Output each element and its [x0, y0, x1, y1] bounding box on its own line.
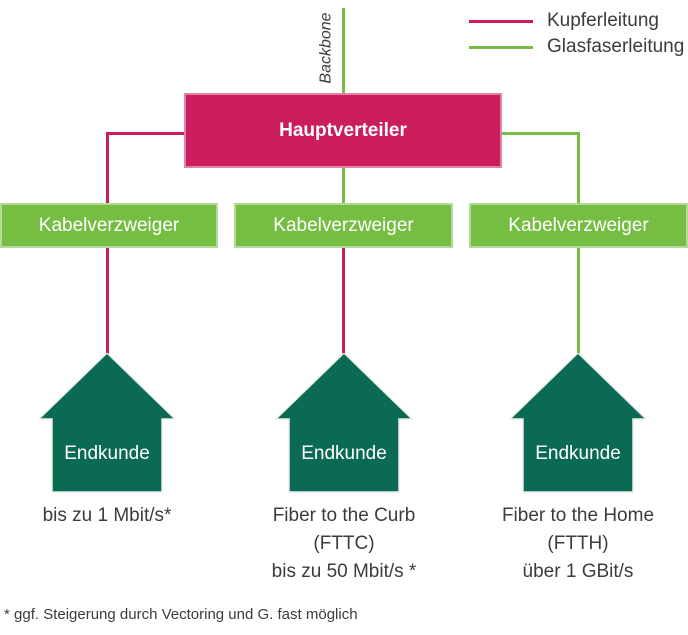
caption-right-line-3: über 1 GBit/s — [522, 561, 634, 582]
endkunde-label-middle: Endkunde — [301, 443, 387, 464]
hauptverteiler-label: Hauptverteiler — [279, 119, 407, 141]
connector-main-to-middle-vertical — [342, 168, 345, 204]
connector-right-to-house — [577, 248, 580, 354]
kabelverzweiger-box-middle: Kabelverzweiger — [234, 203, 453, 248]
caption-middle: Fiber to the Curb (FTTC) bis zu 50 Mbit/… — [233, 502, 455, 586]
fiber-line-swatch — [469, 45, 533, 49]
house-left: Endkunde — [39, 353, 175, 493]
caption-left-line-1: bis zu 1 Mbit/s* — [42, 505, 172, 526]
caption-middle-line-1: Fiber to the Curb — [272, 505, 416, 526]
kabelverzweiger-box-right: Kabelverzweiger — [469, 203, 688, 248]
kabelverzweiger-box-left: Kabelverzweiger — [0, 203, 218, 248]
legend: Kupferleitung Glasfaserleitung — [469, 8, 684, 60]
house-icon — [510, 353, 646, 493]
connector-left-to-house — [106, 248, 109, 356]
house-right: Endkunde — [510, 353, 646, 493]
connector-middle-to-house — [342, 248, 345, 354]
connector-main-to-left-horizontal — [106, 132, 184, 135]
caption-left: bis zu 1 Mbit/s* — [0, 502, 218, 530]
caption-right-line-1: Fiber to the Home — [501, 505, 655, 526]
legend-label-copper: Kupferleitung — [547, 10, 659, 31]
legend-item-copper: Kupferleitung — [469, 8, 684, 34]
house-icon — [39, 353, 175, 493]
kabelverzweiger-label-middle: Kabelverzweiger — [273, 214, 414, 236]
copper-line-swatch — [469, 19, 533, 23]
endkunde-label-left: Endkunde — [64, 443, 150, 464]
legend-item-fiber: Glasfaserleitung — [469, 34, 684, 60]
endkunde-label-right: Endkunde — [535, 443, 621, 464]
backbone-line — [342, 8, 345, 93]
backbone-label: Backbone — [317, 12, 335, 84]
hauptverteiler-box: Hauptverteiler — [184, 93, 502, 168]
legend-label-fiber: Glasfaserleitung — [547, 36, 685, 57]
caption-right: Fiber to the Home (FTTH) über 1 GBit/s — [467, 502, 688, 586]
caption-middle-line-3: bis zu 50 Mbit/s * — [271, 561, 417, 582]
house-icon — [276, 353, 412, 493]
kabelverzweiger-label-left: Kabelverzweiger — [38, 214, 180, 236]
caption-middle-line-2: (FTTC) — [313, 533, 375, 554]
house-middle: Endkunde — [276, 353, 412, 493]
kabelverzweiger-label-right: Kabelverzweiger — [508, 214, 649, 236]
caption-right-line-2: (FTTH) — [547, 533, 609, 554]
connector-main-to-left-vertical — [106, 132, 109, 204]
connector-main-to-right-horizontal — [502, 132, 579, 135]
footnote: * ggf. Steigerung durch Vectoring und G.… — [4, 606, 358, 623]
connector-main-to-right-vertical — [577, 132, 580, 204]
